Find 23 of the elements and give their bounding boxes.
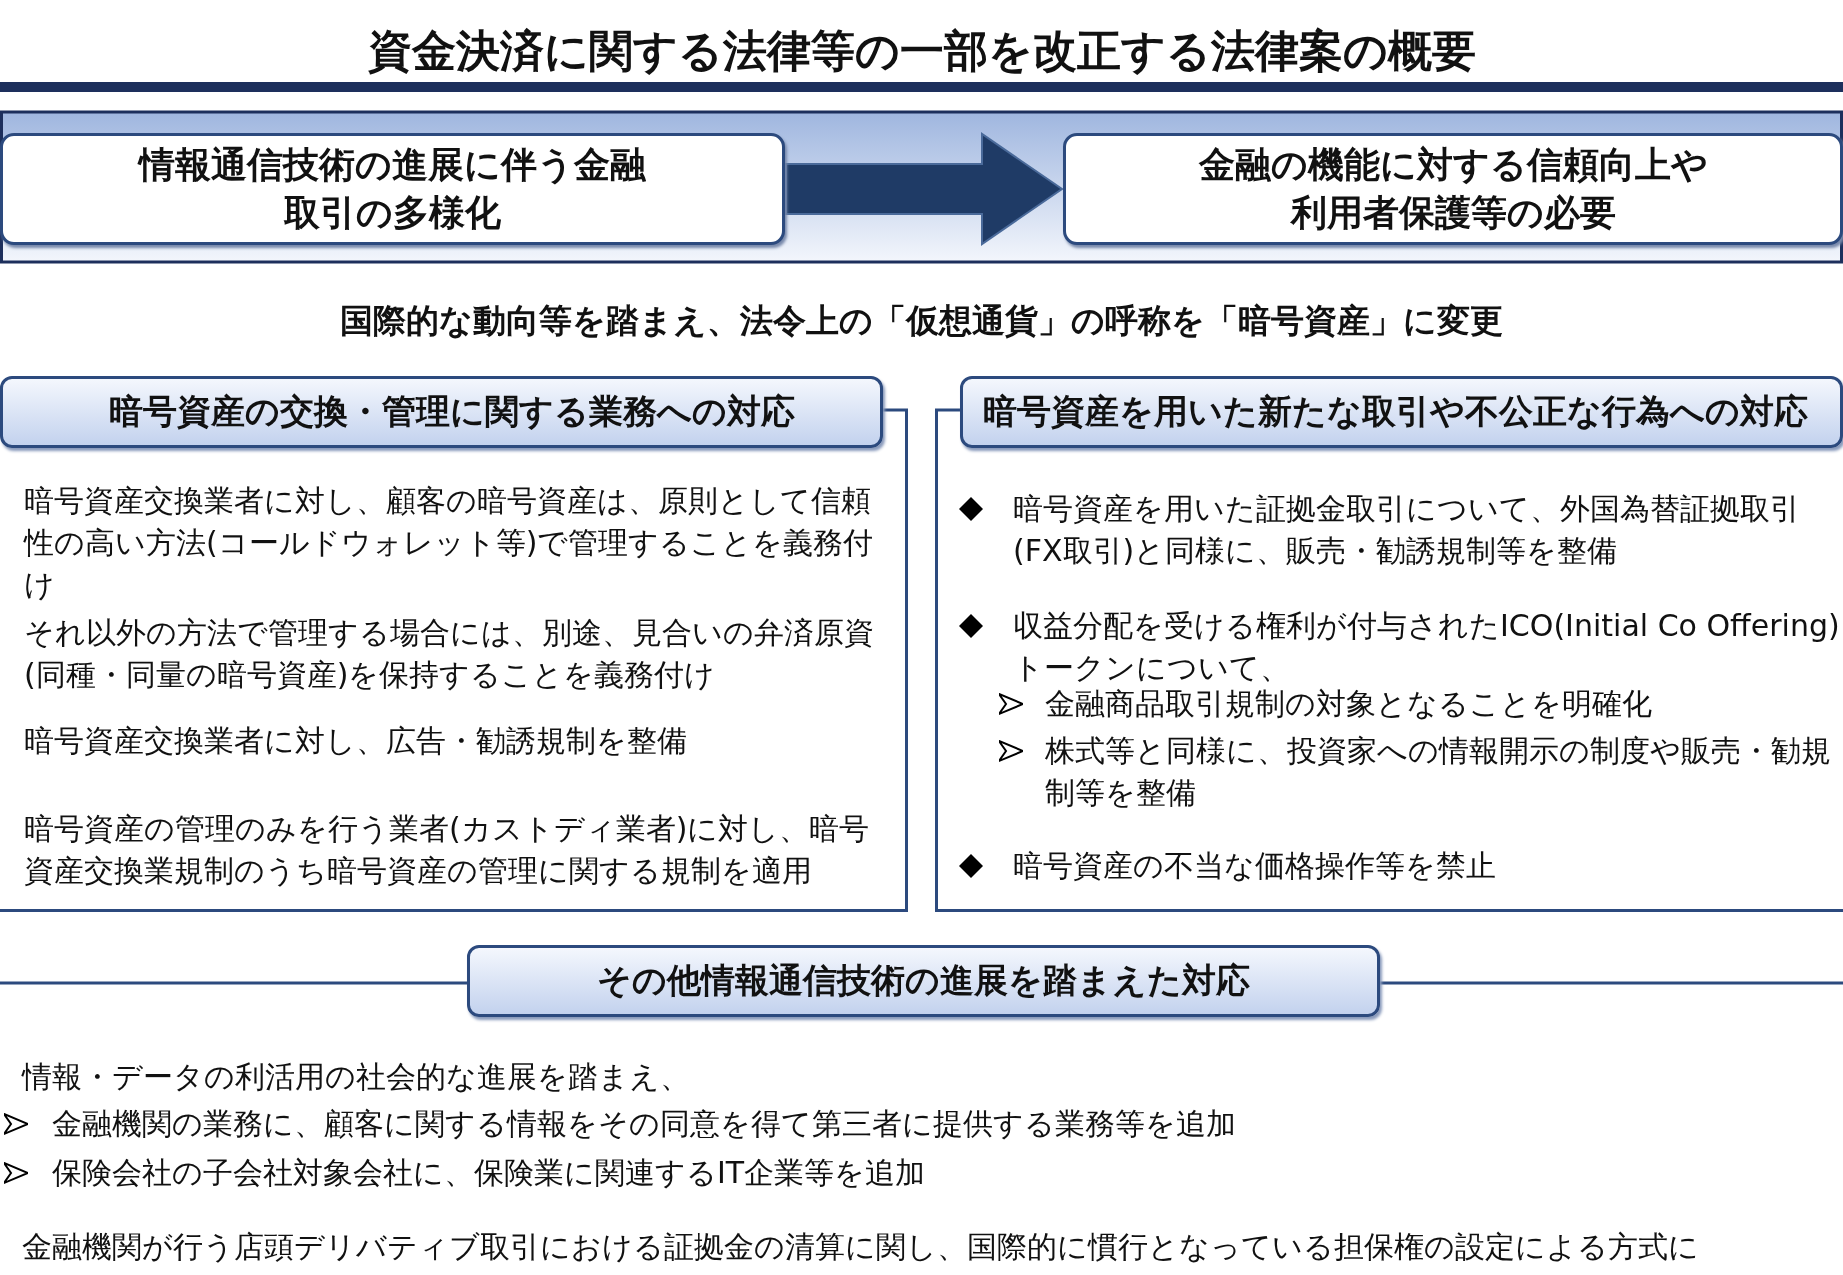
bullet-text: 暗号資産の管理のみを行う業者(カストディ業者)に対し、暗号資産交換業規制のうち暗号資産の管理に関する規制を適用 [24,810,871,890]
bullet-text: 金融商品取引規制の対象となることを明確化 [1045,685,1653,723]
body-text: 金融機関の業務に、顧客に関する情報をその同意を得て第三者に提供する業務等を追加 [52,1105,1237,1143]
body-text: 保険会社の子会社対象会社に、保険業に関連するIT企業等を追加 [52,1154,927,1192]
bullet-text: それ以外の方法で管理する場合には、別途、見合いの弁済原資(同種・同量の暗号資産)を保持することを義務付け [24,614,875,694]
section-header: 暗号資産を用いた新たな取引や不公正な行為への対応 [960,376,1843,448]
box-text: 金融の機能に対する信頼向上や利用者保護等の必要 [1197,143,1709,235]
body-text: 金融機関が行う店頭デリバティブ取引における証拠金の清算に関し、国際的に慣行となっている担保権の設定による方式に [22,1228,1700,1266]
note-text: 国際的な動向等を踏まえ、法令上の「仮想通貨」の呼称を「暗号資産」に変更 [339,300,1504,342]
body-text: 情報・データの利活用の社会的な進展を踏まえ、 [22,1058,691,1096]
bullet-text: 収益分配を受ける権利が付与されたICO(Initial Co Offering)トークンについて、 [1013,607,1841,687]
bullet-text: 暗号資産交換業者に対し、広告・勧誘規制を整備 [24,722,688,760]
block-arrow [785,132,1064,246]
section-header: 暗号資産の交換・管理に関する業務への対応 [0,376,883,448]
bullet-text: 株式等と同様に、投資家への情報開示の制度や販売・勧規制等を整備 [1045,732,1832,812]
section-header: その他情報通信技術の進展を踏まえた対応 [467,945,1380,1017]
bullet-text: 暗号資産を用いた証拠金取引について、外国為替証拠取引(FX取引)と同様に、販売・勧誘規制等を整備 [1013,490,1801,570]
box-text: 情報通信技術の進展に伴う金融取引の多様化 [136,143,647,235]
bullet-text: 暗号資産の不当な価格操作等を禁止 [1013,847,1497,885]
statement-box [0,133,785,245]
bullet-text: 暗号資産交換業者に対し、顧客の暗号資産は、原則として信頼性の高い方法(コールドウォレット等)で管理することを義務付け [24,482,875,604]
title: 資金決済に関する法律等の一部を改正する法律案の概要 [366,24,1477,78]
statement-box [1063,133,1843,245]
